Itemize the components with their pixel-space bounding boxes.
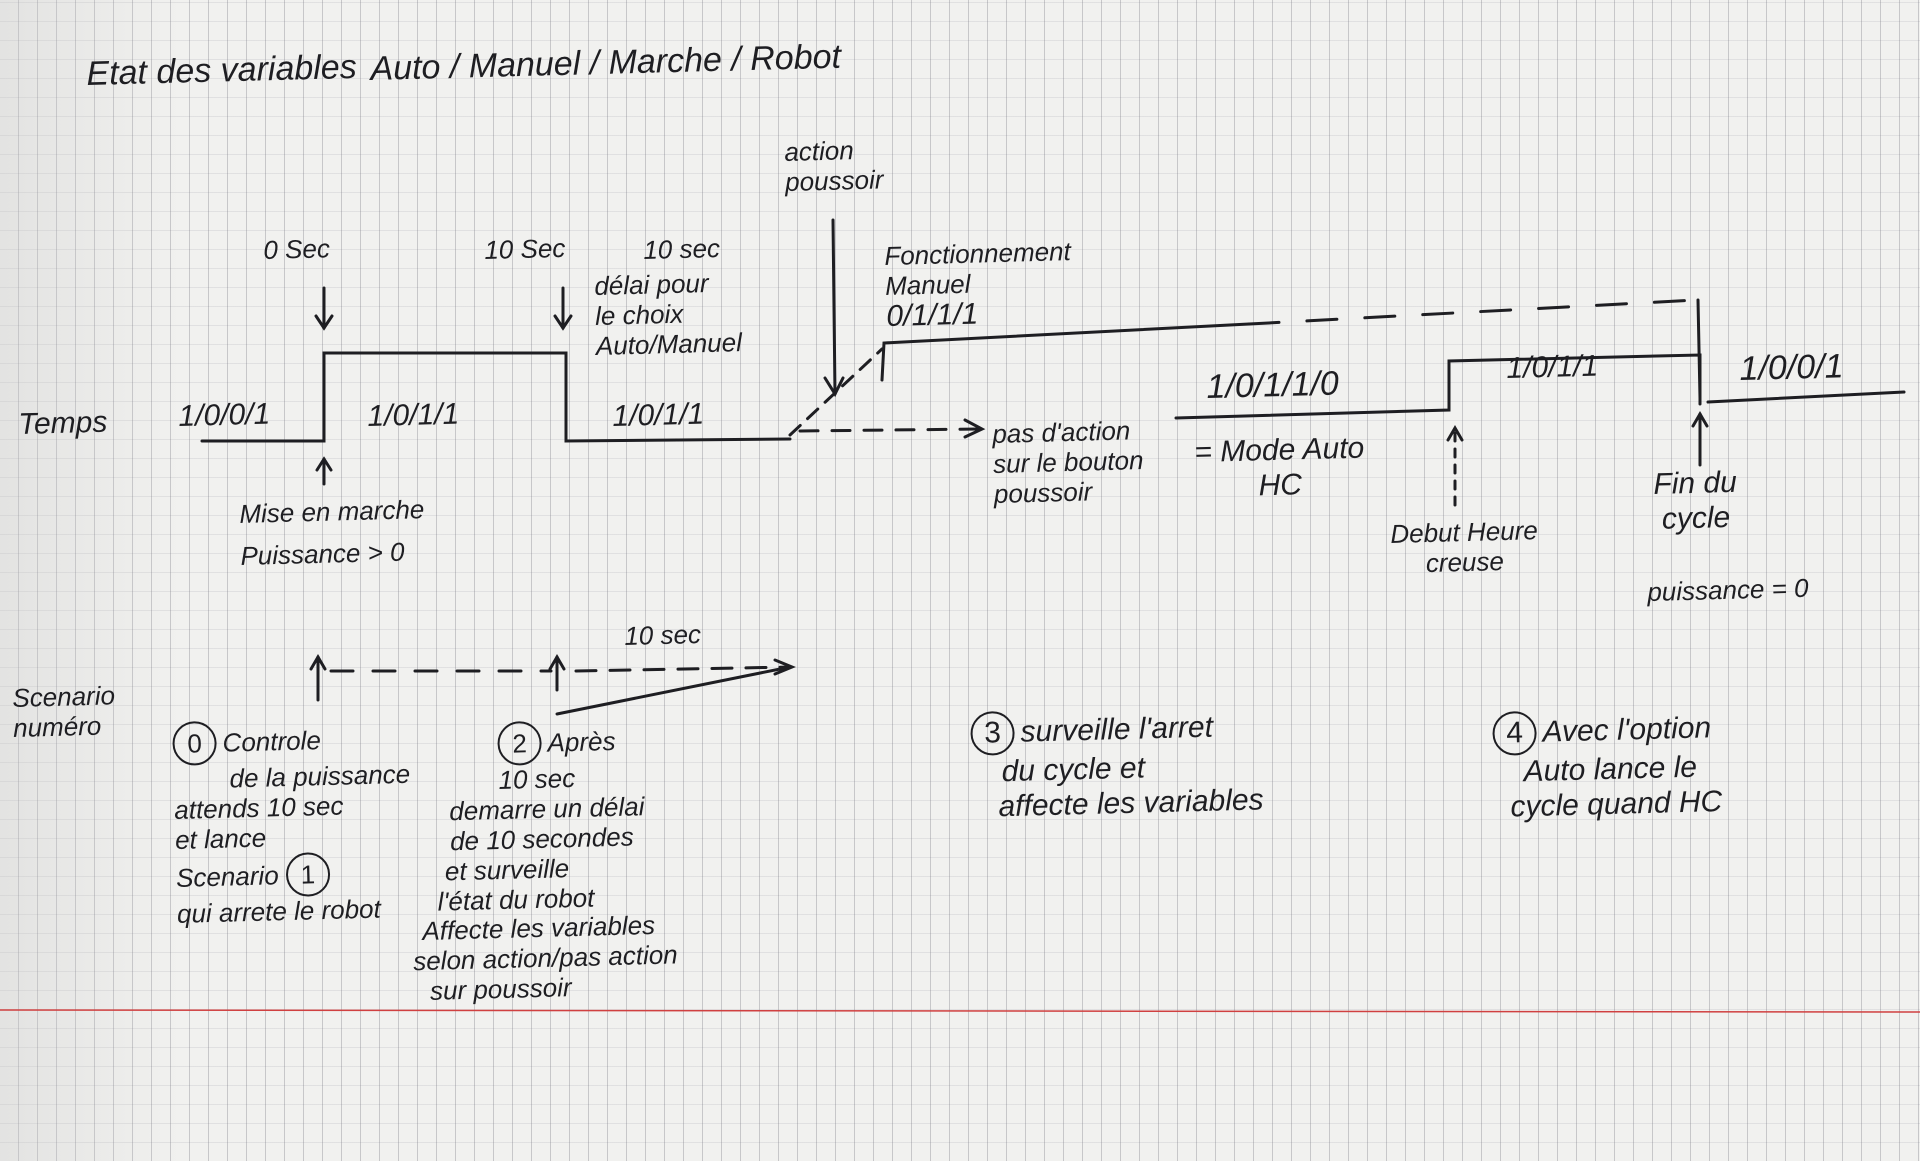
state-end: 1/0/0/1	[1739, 347, 1844, 388]
label-line: cycle quand HC	[1510, 784, 1723, 824]
power-on-note: Mise en marche Puissance > 0	[238, 494, 426, 572]
label-line: Scenario	[175, 859, 280, 893]
label-line: de la puissance	[229, 758, 411, 794]
label-line: numéro	[12, 710, 102, 743]
scenario-delay-label: 10 sec	[623, 618, 702, 651]
header-title: Etat des variables	[86, 47, 358, 93]
signal-end	[1706, 390, 1906, 404]
scenario-number: 2	[497, 720, 543, 766]
label-line: Scenario	[11, 680, 116, 713]
hc-start-note: Debut Heure creuse	[1389, 515, 1539, 580]
power-zero-note: puissance = 0	[1646, 572, 1809, 607]
state-manual: 0/1/1/1	[886, 297, 979, 333]
label-line: Auto/Manuel	[595, 326, 743, 361]
signal-start	[200, 351, 792, 443]
label-line: Fonctionnement	[883, 236, 1072, 271]
state-auto-wait: 1/0/1/1/0	[1206, 364, 1340, 406]
label-line: poussoir	[784, 164, 884, 197]
state-delay: 1/0/1/1	[612, 397, 705, 433]
label-line: creuse	[1425, 545, 1505, 578]
label-line: Debut Heure	[1389, 515, 1539, 549]
label-line: Manuel	[884, 268, 971, 301]
label-line: cycle	[1661, 500, 1731, 536]
label-line: demarre un délai	[448, 791, 645, 827]
label-line: Fin du	[1653, 465, 1738, 501]
scenario-number: 4	[1492, 710, 1538, 756]
label-line: Controle	[222, 725, 322, 758]
label-line: Avec l'option	[1542, 711, 1712, 749]
time-axis-label: Temps	[18, 405, 108, 441]
up-arrow-hc	[1446, 425, 1464, 507]
arrow-head	[963, 418, 986, 439]
label-line: = Mode Auto	[1194, 431, 1365, 469]
marker-10sec: 10 Sec	[483, 232, 566, 265]
signal-auto	[1174, 353, 1702, 420]
auto-mode-note: = Mode Auto HC	[1194, 432, 1366, 505]
marker-0sec: 0 Sec	[262, 233, 331, 265]
manual-mode-label: Fonctionnement Manuel	[883, 236, 1072, 302]
scenario-label: Scenario numéro	[11, 680, 116, 743]
delay-note: délai pour le choix Auto/Manuel	[594, 268, 742, 361]
scenario-number: 0	[172, 720, 218, 766]
label-line: le choix	[594, 298, 684, 331]
marker-10sec-delay: 10 sec	[642, 232, 721, 265]
label-line: Mise en marche	[238, 494, 425, 529]
scenario-timeline	[309, 654, 796, 716]
margin-line	[0, 1009, 1920, 1013]
scenario-number: 3	[970, 710, 1016, 756]
label-line: poussoir	[993, 476, 1093, 509]
down-arrow-10sec	[553, 286, 573, 331]
signal-manual-dashed	[1247, 298, 1698, 326]
down-arrow-0sec	[314, 286, 334, 331]
label-line: Après	[547, 725, 616, 758]
no-action-arrow	[798, 427, 982, 433]
label-line: action	[783, 135, 855, 167]
label-line: Auto lance le	[1523, 750, 1698, 789]
up-arrow-cycle-end	[1691, 411, 1709, 467]
label-line: surveille l'arret	[1020, 710, 1214, 749]
scenario-reference: 1	[285, 851, 331, 897]
action-arrow	[823, 218, 845, 398]
cycle-end-note: Fin du cycle	[1653, 466, 1738, 537]
label-line: HC	[1258, 467, 1303, 502]
action-poussoir-label: action poussoir	[784, 135, 884, 197]
label-line: 10 sec	[498, 762, 576, 795]
label-line: délai pour	[593, 268, 709, 301]
up-arrow-power-on	[315, 456, 333, 486]
state-start: 1/0/0/1	[178, 397, 271, 433]
state-auto-hc: 1/0/1/1	[1506, 349, 1599, 385]
label-line: Puissance > 0	[240, 536, 405, 571]
signal-manual	[880, 322, 1251, 382]
no-action-note: pas d'action sur le bouton poussoir	[992, 415, 1145, 510]
label-line: qui arrete le robot	[176, 893, 382, 929]
label-line: sur le bouton	[992, 444, 1144, 479]
state-running: 1/0/1/1	[367, 397, 460, 433]
